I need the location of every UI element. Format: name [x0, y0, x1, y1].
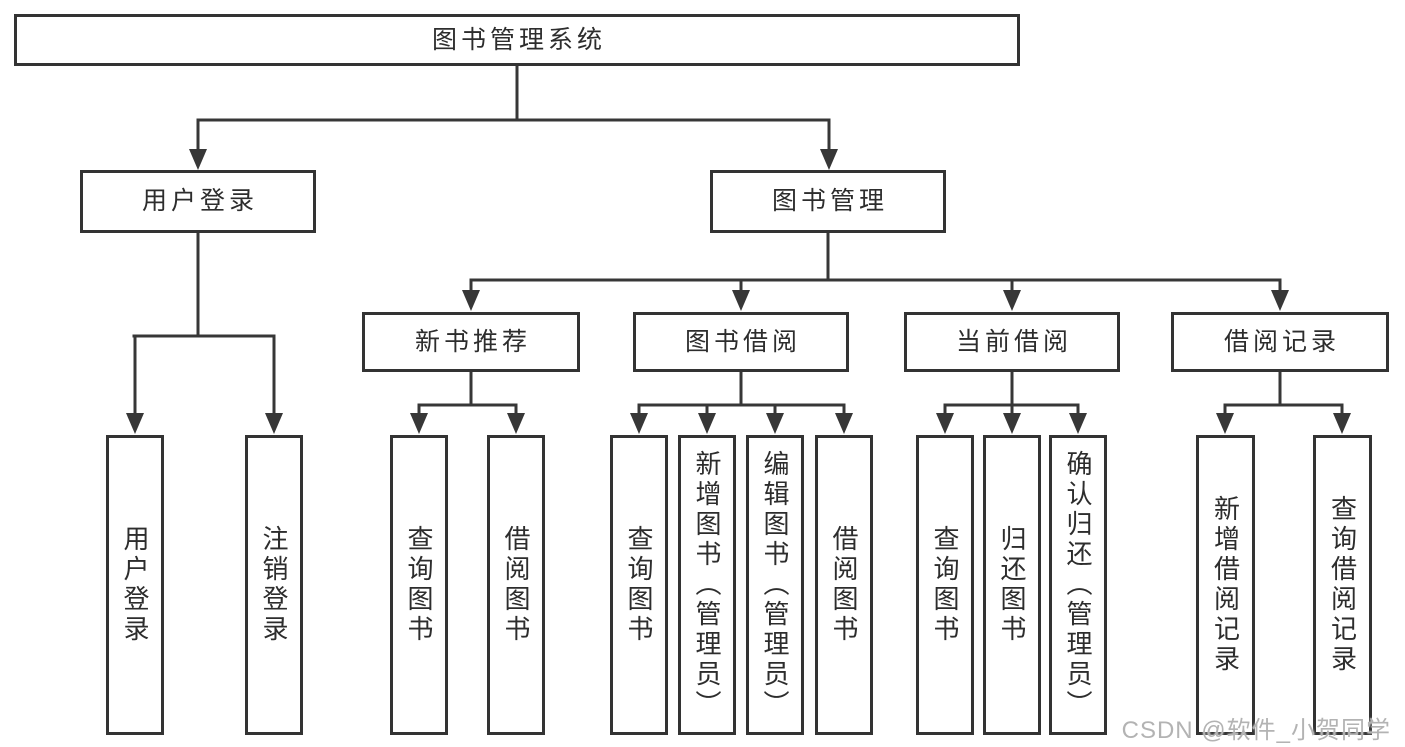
- arrowheads: [126, 149, 1351, 434]
- arrow-down-icon: [1333, 413, 1351, 434]
- leaf-edit-book-admin: 编辑图书（管理员）: [746, 435, 804, 735]
- arrow-down-icon: [189, 149, 207, 170]
- arrow-down-icon: [1216, 413, 1234, 434]
- leaf-add-borrow-record: 新增借阅记录: [1196, 435, 1255, 735]
- leaf-logout: 注销登录: [245, 435, 303, 735]
- node-book-management: 图书管理: [710, 170, 946, 233]
- arrow-down-icon: [507, 413, 525, 434]
- leaf-add-book-admin: 新增图书（管理员）: [678, 435, 736, 735]
- leaf-user-login: 用户登录: [106, 435, 164, 735]
- csdn-watermark: CSDN @软件_小贺同学: [1121, 717, 1391, 744]
- arrow-down-icon: [462, 290, 480, 311]
- leaf-query-books-borrow: 查询图书: [610, 435, 668, 735]
- arrow-down-icon: [1069, 413, 1087, 434]
- edge-currentborrow-group: [943, 370, 1080, 418]
- leaf-borrow-books: 借阅图书: [815, 435, 873, 735]
- leaf-confirm-return-admin: 确认归还（管理员）: [1049, 435, 1107, 735]
- edge-userlogin-group: [132, 231, 276, 418]
- node-book-borrow: 图书借阅: [633, 312, 849, 372]
- edge-borrowrecords-group: [1223, 370, 1344, 418]
- arrow-down-icon: [1003, 413, 1021, 434]
- node-new-book-recommend: 新书推荐: [362, 312, 580, 372]
- arrow-down-icon: [630, 413, 648, 434]
- arrow-down-icon: [126, 413, 144, 434]
- edge-level2-bar: [196, 118, 831, 154]
- arrow-down-icon: [265, 413, 283, 434]
- edge-newbook-group: [417, 370, 518, 418]
- edge-bookborrow-group: [637, 370, 846, 418]
- arrow-down-icon: [936, 413, 954, 434]
- arrow-down-icon: [766, 413, 784, 434]
- leaf-query-books-recommend: 查询图书: [390, 435, 448, 735]
- arrow-down-icon: [698, 413, 716, 434]
- arrow-down-icon: [1271, 290, 1289, 311]
- arrow-down-icon: [820, 149, 838, 170]
- arrow-down-icon: [1003, 290, 1021, 311]
- leaf-borrow-books-recommend: 借阅图书: [487, 435, 545, 735]
- edge-bookmgmt-bar: [469, 231, 1282, 294]
- leaf-query-books-current: 查询图书: [916, 435, 974, 735]
- arrow-down-icon: [410, 413, 428, 434]
- node-current-borrow: 当前借阅: [904, 312, 1120, 372]
- node-root-library-system: 图书管理系统: [14, 14, 1020, 66]
- node-user-login: 用户登录: [80, 170, 316, 233]
- arrow-down-icon: [835, 413, 853, 434]
- arrow-down-icon: [732, 290, 750, 311]
- leaf-query-borrow-record: 查询借阅记录: [1313, 435, 1372, 735]
- node-borrow-records: 借阅记录: [1171, 312, 1389, 372]
- leaf-return-book: 归还图书: [983, 435, 1041, 735]
